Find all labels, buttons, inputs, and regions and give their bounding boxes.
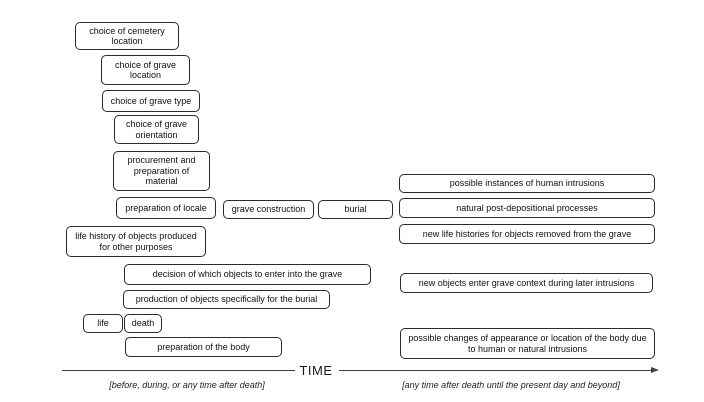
box-life-history-of-objects: life history of objects produced for oth… (66, 226, 206, 257)
box-life: life (83, 314, 123, 333)
box-production-of-objects-for-burial: production of objects specifically for t… (123, 290, 330, 309)
box-choice-of-grave-orientation: choice of grave orientation (114, 115, 199, 144)
box-choice-of-cemetery-location: choice of cemetery location (75, 22, 179, 50)
box-label: choice of grave type (110, 95, 192, 106)
box-label: death (131, 318, 155, 329)
box-label: decision of which objects to enter into … (152, 269, 343, 280)
box-choice-of-grave-location: choice of grave location (101, 55, 190, 85)
box-natural-post-depositional-processes: natural post-depositional processes (399, 198, 655, 218)
box-possible-changes-of-body: possible changes of appearance or locati… (400, 328, 655, 359)
box-label: preparation of the body (157, 341, 250, 352)
box-preparation-of-locale: preparation of locale (116, 197, 216, 219)
box-new-life-histories-for-removed-objects: new life histories for objects removed f… (399, 224, 655, 244)
timeline-right-caption: [any time after death until the present … (402, 380, 620, 390)
box-label: preparation of locale (125, 202, 207, 213)
box-new-objects-enter-grave-context: new objects enter grave context during l… (400, 273, 653, 293)
box-label: choice of grave orientation (125, 119, 188, 140)
box-label: grave construction (231, 204, 306, 215)
box-possible-instances-of-human-intrusions: possible instances of human intrusions (399, 174, 655, 193)
box-death: death (124, 314, 162, 333)
box-grave-construction: grave construction (223, 200, 314, 219)
box-label: new life histories for objects removed f… (422, 228, 632, 239)
timeline-arrowhead-icon (651, 367, 659, 373)
box-preparation-of-the-body: preparation of the body (125, 337, 282, 357)
box-label: burial (344, 204, 367, 215)
box-label: choice of grave location (114, 59, 177, 81)
box-choice-of-grave-type: choice of grave type (102, 90, 200, 112)
box-label: natural post-depositional processes (456, 202, 598, 213)
box-label: new objects enter grave context during l… (418, 277, 635, 288)
timeline-right-segment (339, 370, 651, 372)
box-label: possible changes of appearance or locati… (408, 333, 647, 354)
timeline-left-segment (62, 370, 295, 372)
box-label: life (97, 318, 109, 329)
box-label: production of objects specifically for t… (135, 294, 318, 305)
timeline-left-caption: [before, during, or any time after death… (109, 380, 265, 390)
box-procurement-and-preparation-of-material: procurement and preparation of material (113, 151, 210, 191)
timeline-time-label: TIME (299, 363, 333, 378)
box-label: life history of objects produced for oth… (75, 231, 197, 252)
box-decision-of-which-objects: decision of which objects to enter into … (124, 264, 371, 285)
box-burial: burial (318, 200, 393, 219)
box-label: procurement and preparation of material (127, 155, 196, 187)
box-label: choice of cemetery location (89, 25, 165, 47)
box-label: possible instances of human intrusions (449, 178, 605, 189)
